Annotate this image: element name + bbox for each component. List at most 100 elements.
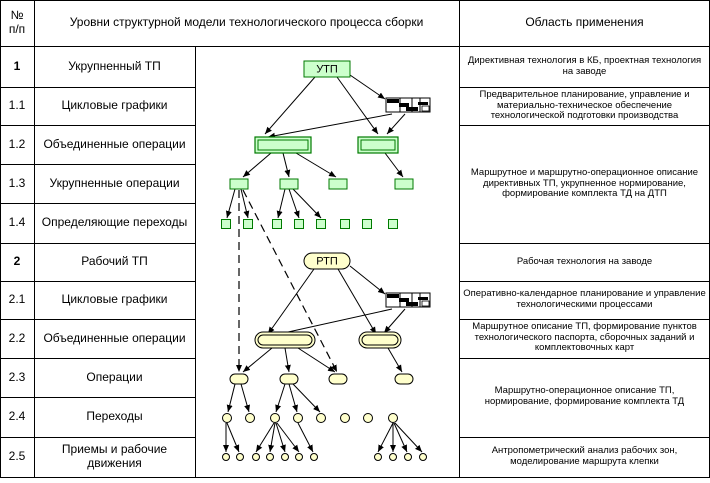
edge [275,422,286,453]
node-transition-step-7 [363,413,373,423]
row-number: 2.3 [8,369,26,384]
edge [383,308,406,334]
edge-rtp-schedule [349,265,386,295]
edge-utp-schedule [349,74,386,100]
node-transition-step-5 [316,413,326,423]
edge-utp-op2 [336,76,379,135]
area-cell-1-1: Предварительное планирование, управление… [479,88,690,122]
edge [284,347,291,373]
edge [240,188,250,219]
node-transition-step-8 [388,413,398,423]
edge [384,152,404,178]
edge-schedule-op1 [267,113,393,139]
row-level-label: Переходы [86,409,143,424]
node-transition-6 [340,219,350,229]
node-transition-step-4 [293,413,303,423]
schedule-icon-2 [385,292,431,308]
header-area: Область применения [459,0,710,45]
row-number: 2.4 [8,409,26,424]
area-cell-2-5: Антропометрический анализ рабочих зон, м… [491,445,678,467]
edge [292,383,321,413]
node-combined-op-3 [254,331,316,349]
row-number: 1.4 [8,215,26,230]
node-utp [303,60,351,78]
node-motion-3 [252,453,260,461]
row-number: 1.1 [8,98,26,113]
node-transition-3 [272,219,282,229]
row-number: 2.1 [8,292,26,307]
edge [240,383,250,413]
edge [226,383,236,413]
row-level-label: Объединенные операции [43,136,186,151]
edge [297,347,336,373]
edge [377,422,394,453]
edge [255,422,275,453]
node-transition-1 [221,219,231,229]
edge [394,422,423,453]
edge [282,152,291,178]
row-number: 1 [13,58,21,73]
node-utp-label: УТП [316,63,338,75]
node-motion-7 [310,453,318,461]
node-transition-step-3 [270,413,280,423]
node-enlarged-op-3 [328,178,348,190]
diagram-edges [223,74,423,453]
row-level-label: Определяющие переходы [41,215,188,230]
row-level-label: Операции [86,369,143,384]
row-level-label: Цикловые графики [61,98,168,113]
header-num: № п/п [0,0,34,45]
row-number: 2.2 [8,330,26,345]
node-operation-2 [279,373,299,385]
node-operation-3 [328,373,348,385]
edge [288,383,298,413]
edge [387,347,403,373]
edge [225,188,236,219]
node-transition-step-6 [340,413,350,423]
node-motion-1 [222,453,230,461]
node-enlarged-op-1 [229,178,249,190]
row-level-label: Цикловые графики [61,292,168,307]
node-motion-8 [374,453,382,461]
area-cell-2-2: Маршрутное описание ТП, формирование пун… [472,320,697,354]
node-combined-op-3-inner [257,334,313,346]
edge-schedule-op2 [386,113,406,135]
header-area-label: Область применения [525,14,644,29]
node-enlarged-op-2 [279,178,299,190]
node-combined-op-1 [254,136,312,154]
edge-dashed-mapping [242,189,338,373]
area-cell-2-3-to-2-4: Маршрутно-операционное описание ТП, норм… [484,385,685,407]
node-operation-4 [394,373,414,385]
node-transition-5 [316,219,326,229]
node-combined-op-4 [358,331,402,349]
edge [242,347,273,373]
node-transition-4 [294,219,304,229]
row-level-label: Укрупненные операции [49,175,180,190]
row-level-label: Объединенные операции [43,330,186,345]
edge [276,422,300,453]
node-combined-op-2 [357,136,399,154]
row-level-label: Приемы и рабочие движения [61,442,168,470]
node-transition-step-2 [245,413,255,423]
node-motion-11 [419,453,427,461]
edge-utp-op1 [264,76,316,135]
edge [297,422,314,453]
node-combined-op-1-inner [257,139,309,151]
area-cell-2-1: Оперативно-календарное планирование и уп… [463,288,706,310]
area-cell-2: Рабочая технология на заводе [516,255,653,267]
edge [393,422,408,453]
row-level-label: Рабочий ТП [81,254,148,269]
node-motion-6 [295,453,303,461]
edge [288,188,300,219]
node-enlarged-op-4 [394,178,414,190]
node-motion-10 [404,453,412,461]
header-num-label: № п/п [8,7,26,36]
node-motion-4 [266,453,274,461]
row-level-label: Укрупненный ТП [68,58,161,73]
node-motion-2 [236,453,244,461]
schedule-icon-1 [385,97,431,113]
node-transition-2 [243,219,253,229]
